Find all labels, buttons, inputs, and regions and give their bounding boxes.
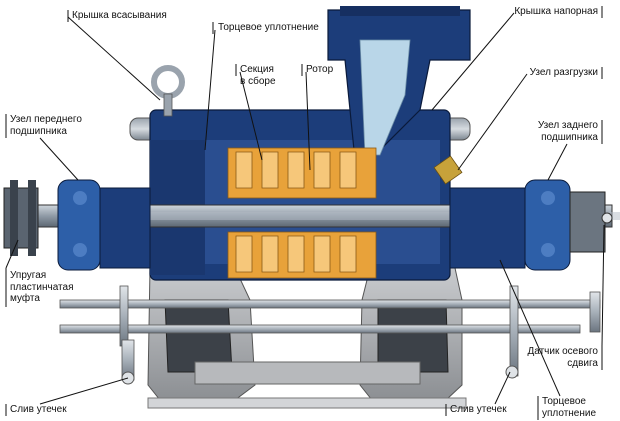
- lifting-eye: [151, 65, 185, 117]
- base-frame: [147, 267, 467, 409]
- label-rotor: Ротор: [306, 64, 334, 75]
- impellers-upper: [227, 147, 377, 199]
- label-balancing-unit: Узел разгрузки: [529, 67, 598, 78]
- label-coupling: Упругая пластинчатая муфта: [10, 270, 74, 304]
- label-mech-seal-top: Торцевое уплотнение: [218, 22, 319, 33]
- label-section-assembly: Секция в сборе: [240, 64, 276, 87]
- label-front-bearing: Узел переднего подшипника: [10, 114, 82, 137]
- label-rear-bearing: Узел заднего подшипника: [537, 120, 598, 143]
- label-axial-sensor: Датчик осевого сдвига: [527, 346, 598, 369]
- coupling: [3, 180, 39, 256]
- label-drain-right: Слив утечек: [450, 404, 507, 415]
- label-suction-cover: Крышка всасывания: [72, 10, 167, 21]
- label-discharge-cover: Крышка напорная: [514, 6, 598, 17]
- auxiliary-piping: [59, 285, 601, 385]
- label-drain-left: Слив утечек: [10, 404, 67, 415]
- label-mech-seal-bottom: Торцевое уплотнение: [542, 396, 597, 419]
- balancing-drum-fitting: [433, 155, 463, 185]
- rear-bearing-housing: [449, 179, 613, 271]
- leader-lines: [5, 6, 605, 420]
- front-bearing-housing: [57, 179, 151, 271]
- impellers-lower: [227, 231, 377, 279]
